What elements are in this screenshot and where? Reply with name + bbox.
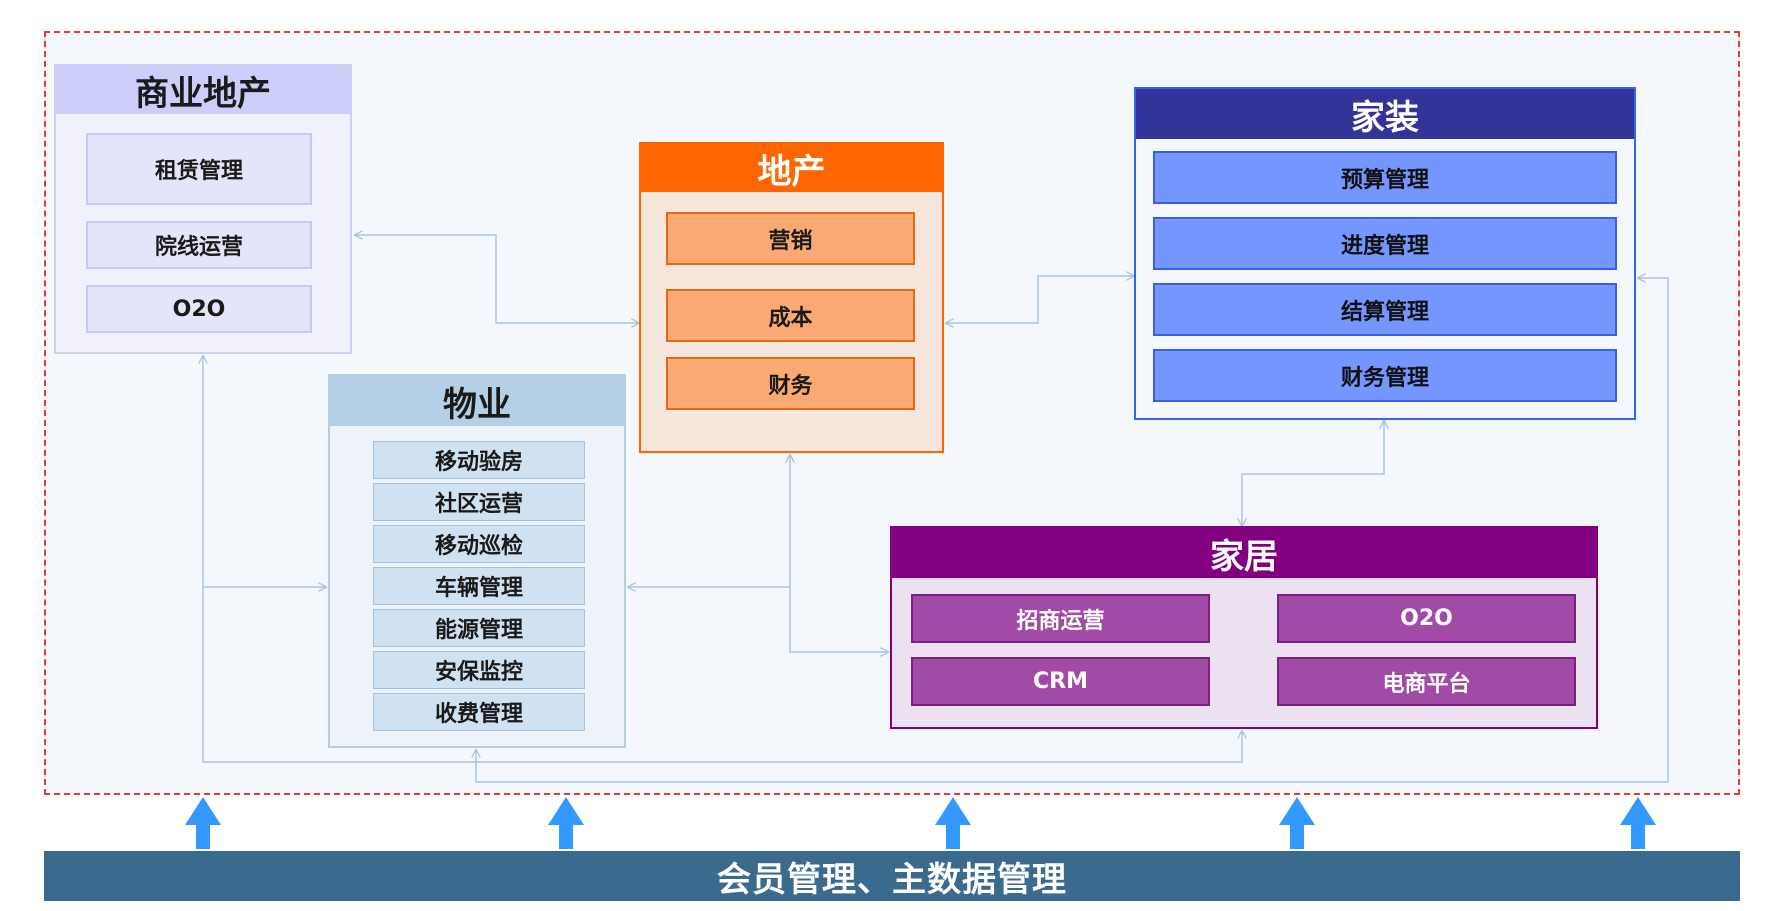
up-arrow-icon [185, 797, 221, 849]
function-item: 移动验房 [373, 441, 585, 479]
function-item: 院线运营 [86, 221, 312, 269]
up-arrow-icon [548, 797, 584, 849]
module-commercial-real-estate: 商业地产 租赁管理 院线运营 O2O [54, 64, 352, 354]
function-item: O2O [1277, 594, 1576, 643]
function-item: 社区运营 [373, 483, 585, 521]
connector-commercial-property [203, 356, 326, 587]
module-property-management: 物业 移动验房 社区运营 移动巡检 车辆管理 能源管理 安保监控 收费管理 [328, 374, 626, 748]
connector-property-decoration [476, 278, 1669, 783]
connector-realestate-home [790, 455, 888, 652]
function-item: 安保监控 [373, 651, 585, 689]
module-title: 家居 [892, 528, 1596, 578]
function-item: 财务 [666, 357, 915, 410]
module-title: 商业地产 [56, 66, 350, 114]
module-title: 家装 [1136, 89, 1634, 139]
function-item: 进度管理 [1153, 217, 1617, 270]
module-home-furnishing: 家居 招商运营 O2O CRM 电商平台 [890, 526, 1598, 729]
connector-decoration-home [1242, 421, 1384, 526]
function-item: 租赁管理 [86, 133, 312, 205]
function-item: 营销 [666, 212, 915, 265]
function-item: 车辆管理 [373, 567, 585, 605]
function-item: 结算管理 [1153, 283, 1617, 336]
connector-realestate-decoration [946, 276, 1134, 323]
function-item: 财务管理 [1153, 349, 1617, 402]
up-arrow-icon [1620, 797, 1656, 849]
function-item: 招商运营 [911, 594, 1210, 643]
connector-commercial-realestate [355, 235, 639, 323]
foundation-label: 会员管理、主数据管理 [717, 859, 1067, 900]
function-item: 成本 [666, 289, 915, 342]
up-arrow-icon [935, 797, 971, 849]
module-title: 物业 [330, 376, 624, 426]
function-item: 能源管理 [373, 609, 585, 647]
function-item: O2O [86, 285, 312, 333]
function-item: CRM [911, 657, 1210, 706]
up-arrow-icon [1279, 797, 1315, 849]
function-item: 移动巡检 [373, 525, 585, 563]
foundation-bar: 会员管理、主数据管理 [44, 851, 1740, 901]
module-title: 地产 [641, 144, 942, 192]
module-home-decoration: 家装 预算管理 进度管理 结算管理 财务管理 [1134, 87, 1636, 420]
function-item: 预算管理 [1153, 151, 1617, 204]
module-real-estate: 地产 营销 成本 财务 [639, 142, 944, 453]
function-item: 收费管理 [373, 693, 585, 731]
function-item: 电商平台 [1277, 657, 1576, 706]
